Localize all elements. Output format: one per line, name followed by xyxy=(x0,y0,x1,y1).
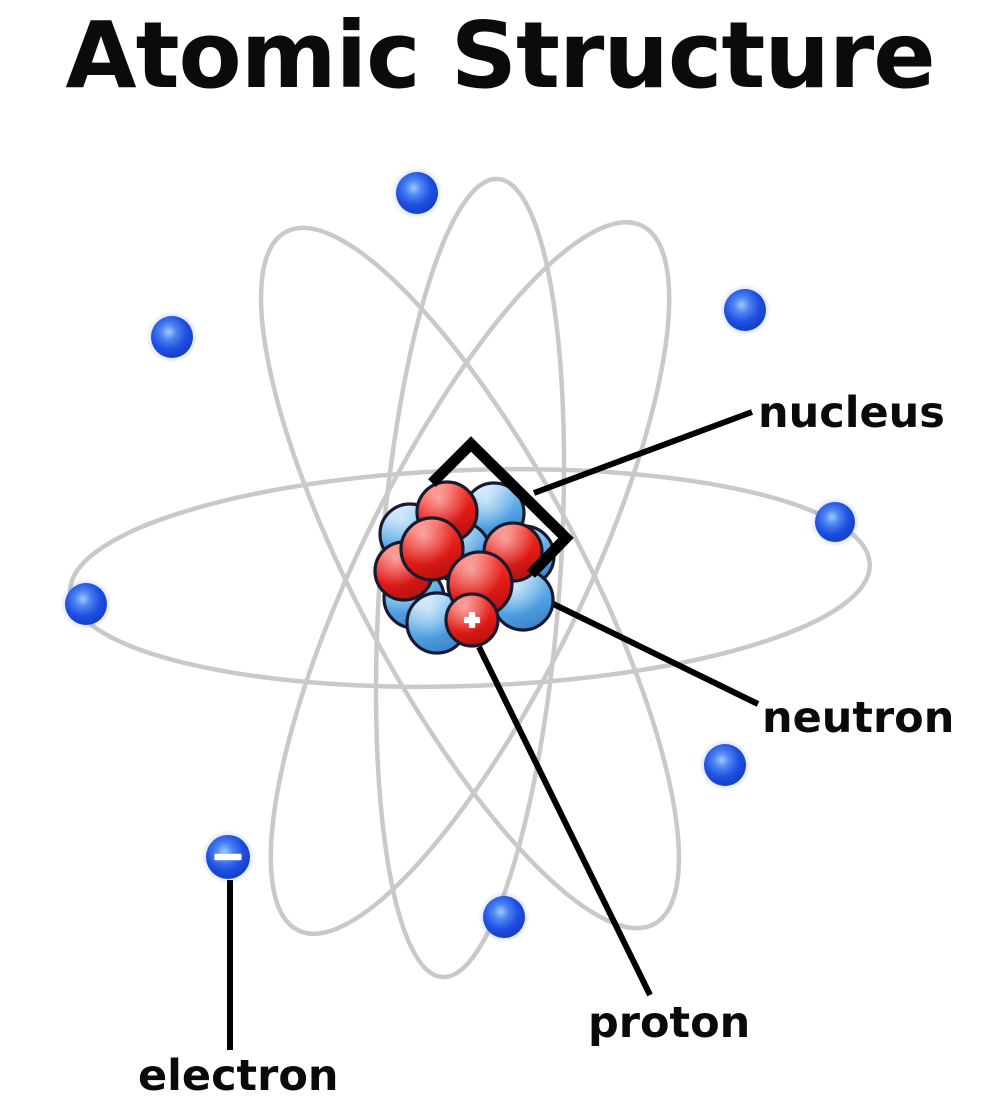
electron-particles xyxy=(60,167,860,943)
leader-proton xyxy=(476,645,653,997)
electron-top-body xyxy=(396,172,438,214)
leader-neutron xyxy=(537,594,760,707)
label-proton: proton xyxy=(588,998,751,1048)
nucleus-bracket xyxy=(428,436,574,578)
orbit-tilt-right xyxy=(268,220,672,936)
proton-3 xyxy=(399,516,465,582)
nucleus-cluster xyxy=(373,480,556,655)
label-electron: electron xyxy=(138,1051,339,1101)
nucleus-bracket xyxy=(428,436,574,578)
electron-upper-right xyxy=(719,284,771,336)
electron-bottom-body xyxy=(483,896,525,938)
electron-right-body xyxy=(815,502,855,542)
electron-right xyxy=(810,497,860,547)
electron-left-body xyxy=(65,583,107,625)
electron-lower-left-minus-glyph xyxy=(214,853,242,861)
proton-3-sheen xyxy=(402,519,462,579)
electron-upper-right-body xyxy=(724,289,766,331)
label-neutron: neutron xyxy=(762,693,955,743)
electron-top xyxy=(391,167,443,219)
electron-upper-left xyxy=(146,311,198,363)
electron-lower-right xyxy=(699,739,751,791)
electron-bottom xyxy=(478,891,530,943)
electron-lower-right-body xyxy=(704,744,746,786)
electron-lower-left xyxy=(201,830,255,884)
proton-6-plus-vertical xyxy=(468,611,476,629)
proton-6 xyxy=(444,592,500,648)
page-title: Atomic Structure xyxy=(65,2,935,109)
orbit-tilt-left xyxy=(258,225,682,931)
leader-lines xyxy=(227,409,760,1050)
electron-upper-left-body xyxy=(151,316,193,358)
leader-nucleus xyxy=(532,409,754,496)
electron-left xyxy=(60,578,112,630)
label-nucleus: nucleus xyxy=(758,388,945,438)
